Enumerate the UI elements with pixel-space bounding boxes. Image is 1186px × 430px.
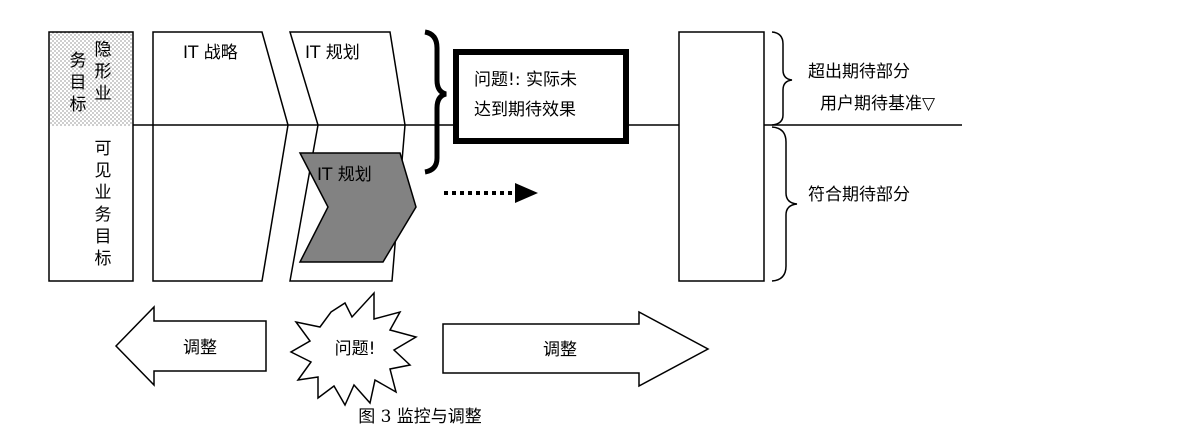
visible-goal-char: 业 xyxy=(95,183,112,203)
left-curly-brace xyxy=(424,29,447,175)
shifted-it-plan-label: IT 规划 xyxy=(317,165,372,185)
dotted-arrow xyxy=(444,183,538,203)
shifted-it-plan-shape: IT 规划 xyxy=(298,152,417,263)
visible-goal-char: 务 xyxy=(95,205,112,225)
visible-goal-char: 可 xyxy=(95,139,112,159)
user-baseline-label: 用户期待基准▽ xyxy=(820,94,936,114)
adjust-right-arrow: 调整 xyxy=(442,310,710,388)
figure-caption: 图 3 监控与调整 xyxy=(358,407,482,427)
hidden-goal-char: 形 xyxy=(95,62,112,82)
adjust-left-label: 调整 xyxy=(183,338,217,358)
visible-goal-char: 标 xyxy=(95,249,112,269)
hidden-goal-char: 隐 xyxy=(95,40,112,60)
business-goals-box: 务 目 标 隐 形 业 可 见 业 务 目 标 xyxy=(48,31,134,282)
burst-label: 问题! xyxy=(335,339,376,359)
goals-box-outline xyxy=(48,31,134,282)
problem-text-line2: 达到期待效果 xyxy=(474,100,576,120)
adjust-right-label: 调整 xyxy=(543,340,577,360)
problem-text-line1: 问题!: 实际未 xyxy=(474,70,577,90)
hidden-goal-char: 标 xyxy=(70,95,87,115)
exceed-brace xyxy=(771,31,793,126)
problem-box: 问题!: 实际未 达到期待效果 xyxy=(453,49,629,144)
expectation-box xyxy=(678,31,765,282)
hidden-goals-area xyxy=(49,32,133,126)
meet-expectation-label: 符合期待部分 xyxy=(808,185,910,205)
it-plan-label: IT 规划 xyxy=(305,43,360,63)
meet-brace xyxy=(771,126,798,282)
hidden-goal-char: 务 xyxy=(70,51,87,71)
it-strategy-label: IT 战略 xyxy=(183,43,238,63)
it-strategy-shape: IT 战略 xyxy=(152,31,289,282)
hidden-goal-char: 业 xyxy=(95,84,112,104)
problem-burst: 问题! xyxy=(289,291,418,407)
visible-goal-char: 见 xyxy=(95,161,112,181)
hidden-goal-char: 目 xyxy=(70,73,87,93)
adjust-left-arrow: 调整 xyxy=(114,305,267,387)
exceed-expectation-label: 超出期待部分 xyxy=(808,62,910,82)
visible-goal-char: 目 xyxy=(95,227,112,247)
